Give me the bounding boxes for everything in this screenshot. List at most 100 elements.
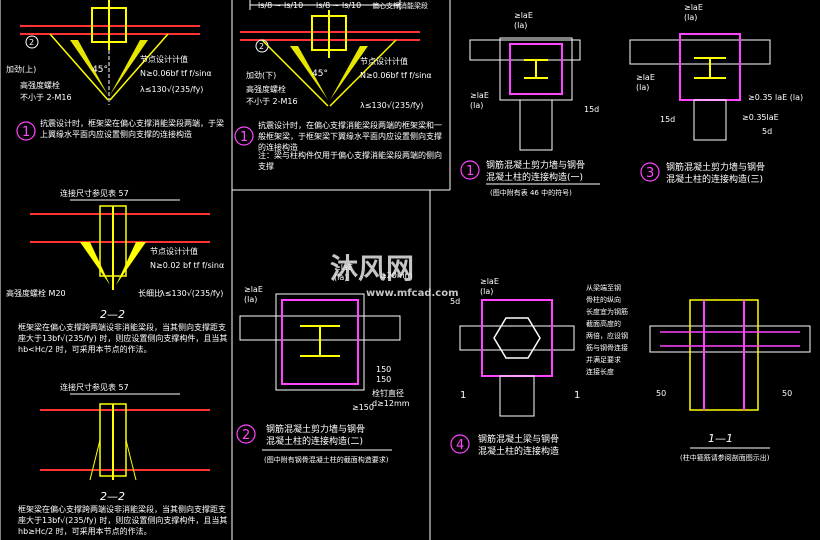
note-text: 框架梁在偏心支撑跨两端设非消能梁段，当其侧向支撑距支座大于13bf√(235/f… — [18, 323, 228, 354]
dim-lae: ≥laE — [514, 11, 533, 20]
detail-section-2-2-upper: 连接尺寸参见表 57 节点设计计值 N≥0.02 bf tf f/sinα 高强… — [6, 188, 228, 354]
dim-150a: 150 — [376, 365, 391, 374]
top-label: 偏心支撑消能梁段 — [372, 1, 428, 10]
section-mark-left: 1 — [460, 390, 466, 401]
title-line-1: 钢筋混凝土剪力墙与钢骨 — [666, 161, 765, 173]
dim-lae-side: ≥laE — [636, 73, 655, 82]
angle-label: 45° — [92, 65, 108, 75]
note-line: 长度宜为钢筋 — [586, 308, 628, 316]
label-bolt: 高强度螺栓 — [246, 84, 286, 94]
watermark-logo: 沐风网 — [330, 252, 414, 285]
label-stiffener: 加劲(上) — [6, 64, 36, 74]
detail-section-2-2-lower: 连接尺寸参见表 57 2—2 框架梁在偏心支撑跨两端设非消能梁段，当其侧向支撑距… — [18, 382, 228, 536]
dim-label: 连接尺寸参见表 57 — [60, 382, 129, 392]
dim-5d: 5d — [450, 297, 460, 306]
label-design-value: 节点设计计值 — [140, 54, 188, 64]
label-slenderness: 长细比 — [138, 288, 162, 298]
note-number: 1 — [22, 125, 30, 140]
svg-text:2: 2 — [259, 42, 264, 51]
label-bolt: 高强度螺栓 M20 — [6, 288, 66, 298]
angle-label: 45° — [312, 69, 328, 79]
note-line: 筋与钢骨连接 — [586, 344, 628, 352]
title-line-1: 钢筋混凝土剪力墙与钢骨 — [266, 423, 365, 435]
note-line: 连接长度 — [586, 368, 614, 376]
note-text: 抗震设计时，在偏心支撑消能梁段两端的框架梁和一般框架梁，于框架梁下翼缘水平面内应… — [258, 121, 442, 152]
dim-lae-side: ≥laE — [470, 91, 489, 100]
label-stud: 栓钉直径 — [372, 388, 404, 398]
detail-brace-lower-flange: ls/8 ~ ls/10 ls/8 ~ ls/10 偏心支撑消能梁段 2 45°… — [234, 0, 442, 171]
section-mark-right: 1 — [574, 390, 580, 401]
note-line: 两倍，应设钢 — [586, 332, 628, 340]
title-line-1: 钢筋混凝土剪力墙与钢骨 — [486, 159, 585, 171]
dim-15d: 15d — [584, 105, 599, 114]
note-line: 骨柱的纵向 — [586, 296, 621, 304]
dim-la: (la) — [684, 13, 697, 22]
detail-number: 4 — [456, 438, 464, 453]
dim-5d: 5d — [762, 127, 772, 136]
dim-20mm: ≥20mm — [380, 271, 413, 280]
label-bolt-count: 不小于 2-M16 — [246, 97, 298, 106]
formula-lambda: λ≤130√(235/fy) — [160, 289, 223, 298]
title-line-2: 混凝土柱的连接构造(一) — [486, 171, 583, 183]
note-line: 并满足要求 — [586, 356, 621, 364]
label-bolt-count: 不小于 2-M16 — [20, 93, 72, 102]
note-lines: 从梁端至钢 骨柱的纵向 长度宜为钢筋 截面高度的 两倍，应设钢 筋与钢骨连接 并… — [586, 282, 642, 378]
dim-la: (la) — [514, 21, 527, 30]
dim-la-side: (la) — [244, 295, 257, 304]
detail-brace-upper-flange: 2 45° 加劲(上) 高强度螺栓 不小于 2-M16 节点设计计值 N≥0.0… — [6, 0, 224, 141]
dim-la: (la) — [480, 287, 493, 296]
note-line: 截面高度的 — [586, 320, 621, 328]
section-label: 2—2 — [100, 308, 125, 321]
dim-label: 连接尺寸参见表 57 — [60, 188, 129, 198]
detail-1-wall-column: ≥laE (la) ≥laE (la) 15d 1 钢筋混凝土剪力墙与钢骨 混凝… — [460, 11, 600, 197]
dim-lae-side: ≥laE — [244, 285, 263, 294]
formula-lambda: λ≤130√(235/fy) — [140, 85, 203, 94]
note-line: 从梁端至钢 — [586, 284, 621, 292]
detail-section-1-1: 50 50 1—1 (柱中箍筋请参阅剖面图示出) — [649, 299, 811, 462]
title-line-2: 混凝土柱的连接构造(三) — [666, 173, 763, 185]
dim-la: (la) — [334, 273, 347, 282]
title-line-2: 混凝土柱的连接构造 — [478, 445, 559, 457]
dim-lae: ≥laE — [684, 3, 703, 12]
detail-4-beam-column: ≥laE (la) 5d 1 1 从梁端至钢 骨柱的纵向 长度宜为钢筋 截面高度… — [450, 277, 642, 457]
dim-50-right: 50 — [782, 389, 792, 398]
top-dim-1: ls/8 ~ ls/10 — [258, 1, 303, 10]
title-line-2: 混凝土柱的连接构造(二) — [266, 435, 363, 447]
section-label: 1—1 — [708, 432, 733, 445]
watermark-url: www.mfcad.com — [366, 288, 459, 299]
dim-50-left: 50 — [656, 389, 666, 398]
dim-la-side: (la) — [636, 83, 649, 92]
note-text: 抗震设计时，框架梁在偏心支撑消能梁段两端，于梁上翼缘水平面内应设置侧向支撑的连接… — [40, 119, 224, 139]
watermark: 沐风网 www.mfcad.com — [330, 252, 459, 299]
subtitle: (图中附有钢骨混凝土柱的截面构造要求) — [264, 455, 389, 464]
dim-15d: 15d — [660, 115, 675, 124]
dim-lae: ≥laE — [480, 277, 499, 286]
note-number: 1 — [240, 130, 248, 145]
formula-n: N≥0.06bf tf f/sinα — [140, 69, 212, 78]
detail-number: 1 — [466, 164, 474, 179]
subtitle: (图中附有表 46 中的符号) — [490, 188, 572, 197]
sheet-frame — [0, 0, 451, 540]
subtitle: (柱中箍筋请参阅剖面图示出) — [680, 453, 770, 462]
note-text-2: 注：梁与柱构件仅用于偏心支撑消能梁段两端的侧向支撑 — [258, 151, 442, 171]
detail-2-wall-column: ≥laE (la) ≥20mm ≥laE (la) 150 150 ≥150 栓… — [236, 263, 413, 464]
dim-035lae: ≥0.35 laE (la) — [748, 93, 803, 102]
label-stiffener: 加劲(下) — [246, 70, 276, 80]
note-text: 框架梁在偏心支撑跨两端设非消能梁段，当其侧向支撑距支座大于13bf√(235/f… — [18, 505, 228, 536]
formula-n: N≥0.02 bf tf f/sinα — [150, 261, 224, 270]
label-stud-dia: d≥12mm — [372, 399, 410, 408]
dim-lae: ≥laE — [334, 263, 353, 272]
label-bolt: 高强度螺栓 — [20, 80, 60, 90]
svg-text:2: 2 — [29, 38, 34, 47]
section-label: 2—2 — [100, 490, 125, 503]
label-design-value: 节点设计计值 — [150, 246, 198, 256]
dim-150b: 150 — [376, 375, 391, 384]
dim-ge150: ≥150 — [352, 403, 374, 412]
detail-number: 2 — [242, 428, 250, 443]
label-design-value: 节点设计计值 — [360, 56, 408, 66]
detail-3-wall-column: ≥laE (la) ≥0.35 laE (la) 15d ≥laE (la) ≥… — [629, 3, 803, 185]
formula-lambda: λ≤130√(235/fy) — [360, 101, 423, 110]
detail-number: 3 — [646, 166, 654, 181]
title-line-1: 钢筋混凝土梁与钢骨 — [478, 433, 559, 445]
